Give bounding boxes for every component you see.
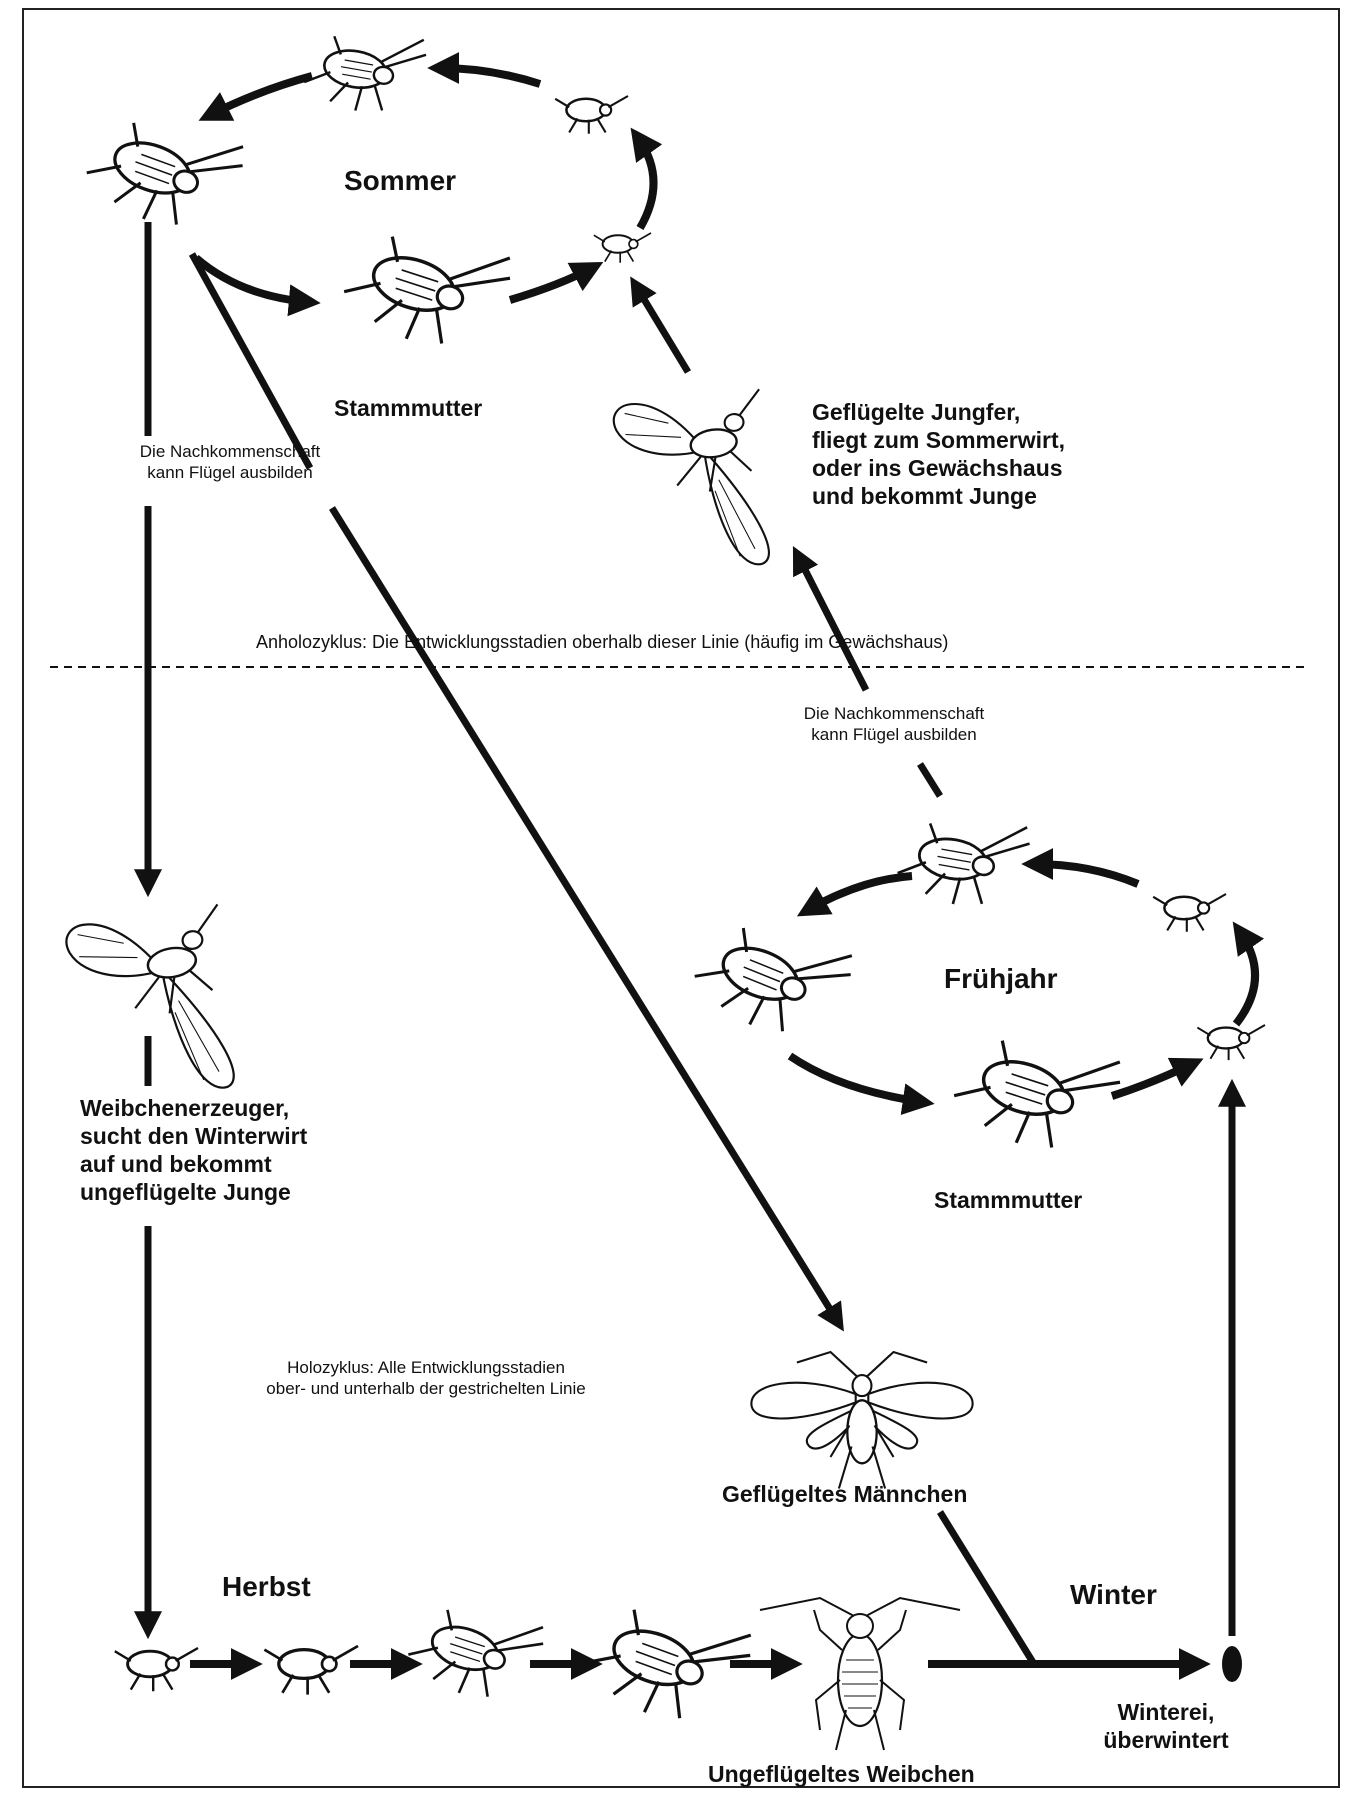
label-line: und bekommt Junge [812,482,1065,510]
label-line: ober- und unterhalb der gestrichelten Li… [226,1379,626,1400]
label-stammmutter-spring: Stammmutter [934,1186,1082,1214]
season-label-winter: Winter [1070,1578,1157,1612]
label-gefluegelte-jungfer: Geflügelte Jungfer, fliegt zum Sommerwir… [812,398,1065,510]
label-line: kann Flügel ausbilden [100,463,360,484]
label-line: Geflügelte Jungfer, [812,398,1065,426]
label-line: fliegt zum Sommerwirt, [812,426,1065,454]
label-line: Weibchenerzeuger, [80,1094,307,1122]
label-line: ungeflügelte Junge [80,1178,307,1206]
label-line: Winterei, [1086,1698,1246,1726]
label-line: oder ins Gewächshaus [812,454,1065,482]
season-label-herbst: Herbst [222,1570,311,1604]
label-line: überwintert [1086,1726,1246,1754]
label-nachkommen-right: Die Nachkommenschaft kann Flügel ausbild… [764,704,1024,745]
label-anholozyklus: Anholozyklus: Die Entwicklungsstadien ob… [256,632,948,654]
label-line: kann Flügel ausbilden [764,725,1024,746]
label-ungefluegeltes-weibchen: Ungeflügeltes Weibchen [708,1760,975,1788]
season-label-sommer: Sommer [344,164,456,198]
label-holozyklus: Holozyklus: Alle Entwicklungsstadien obe… [226,1358,626,1399]
label-line: Die Nachkommenschaft [100,442,360,463]
label-nachkommen-left: Die Nachkommenschaft kann Flügel ausbild… [100,442,360,483]
label-winterei: Winterei, überwintert [1086,1698,1246,1754]
label-gefluegeltes-maennchen: Geflügeltes Männchen [722,1480,967,1508]
label-line: sucht den Winterwirt [80,1122,307,1150]
label-line: Die Nachkommenschaft [764,704,1024,725]
label-weibchenerzeuger: Weibchenerzeuger, sucht den Winterwirt a… [80,1094,307,1206]
label-stammmutter-summer: Stammmutter [334,394,482,422]
season-label-fruehjahr: Frühjahr [944,962,1058,996]
label-line: auf und bekommt [80,1150,307,1178]
label-line: Holozyklus: Alle Entwicklungsstadien [226,1358,626,1379]
figure-frame [22,8,1340,1788]
